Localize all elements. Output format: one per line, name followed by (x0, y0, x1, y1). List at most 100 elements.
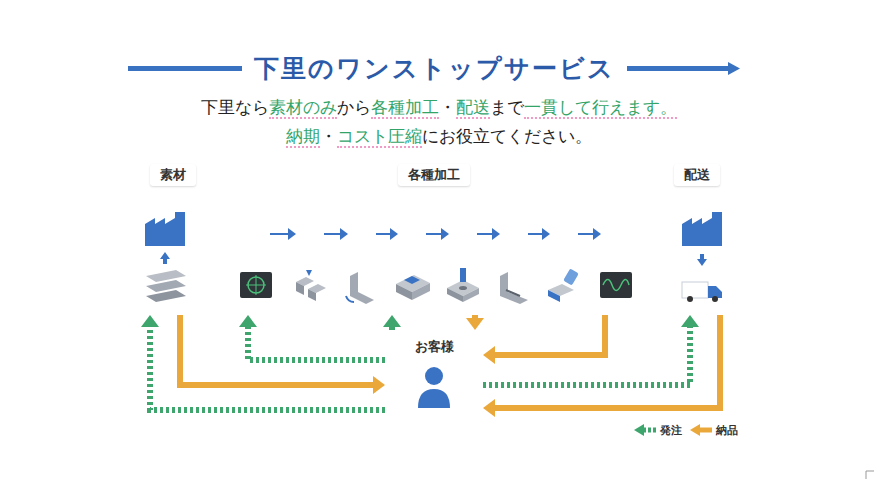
process-label: 溶接 (508, 207, 520, 233)
paint-icon (548, 290, 560, 302)
subtitle-line: 下里なら素材のみから各種加工・配送まで一貫して行えます。 (0, 96, 877, 119)
up-arrow-icon (160, 252, 170, 264)
machining-icon (460, 268, 466, 282)
highlight-text: コスト圧縮 (337, 126, 422, 148)
down-arrow-icon (697, 254, 707, 266)
page-title: 下里のワンストップサービス (242, 52, 627, 85)
process-label: 塗装 (558, 207, 570, 233)
order-connector (141, 315, 385, 410)
process-label: 曲げ (356, 207, 368, 233)
band-shape (654, 172, 740, 315)
highlight-text: 配送 (456, 97, 490, 119)
truck-icon (712, 296, 718, 302)
cut-icon (308, 289, 316, 301)
connector-line (389, 327, 395, 330)
arrow-head (542, 228, 550, 240)
band-heading: 素材 (150, 164, 196, 186)
process-label: CAD (250, 207, 262, 247)
connector-line (477, 233, 492, 235)
process-pill: 切断 (298, 200, 322, 268)
person-body (418, 389, 450, 408)
material-icons (145, 212, 186, 302)
measure-icon (603, 280, 629, 291)
factory-icon (145, 212, 185, 246)
highlight-text: 納期 (286, 126, 320, 148)
bevel-icon (404, 276, 420, 284)
title-row: 下里のワンストップサービス (0, 52, 877, 85)
band-fill (654, 172, 740, 315)
process-arrow (578, 228, 601, 240)
process-icons (240, 268, 632, 304)
cad-icon (246, 275, 266, 295)
subtitle-text: ・ (320, 126, 337, 146)
highlight-text: 一貫して行えます。 (524, 97, 677, 119)
process-pill: 機械加工 (451, 200, 475, 268)
connector-line (180, 315, 373, 385)
process-arrow (528, 228, 550, 240)
arrow-head (681, 315, 699, 327)
delivery-connector (180, 315, 385, 394)
subtitle-line: 納期・コスト圧縮にお役立てください。 (0, 125, 877, 148)
arrow-head (593, 228, 601, 240)
cut-icon (306, 270, 312, 276)
subtitle-text: まで (490, 97, 524, 117)
truck-icon (687, 296, 693, 302)
bend-icon (346, 296, 354, 302)
process-arrow (324, 228, 348, 240)
process-arrow (477, 228, 500, 240)
arrow-head (373, 376, 385, 394)
weld-icon (506, 290, 520, 296)
connector-line (472, 315, 478, 318)
band-shape (205, 172, 662, 315)
connector-line (528, 233, 542, 235)
person-head (425, 367, 443, 385)
arrow-head (483, 346, 495, 364)
bar-icon (146, 270, 186, 282)
arrow-head (390, 228, 398, 240)
subtitle-text: にお役立てください。 (422, 126, 592, 146)
arrow-head (483, 399, 495, 417)
process-pill: 塗装 (552, 200, 576, 268)
legend-label: 納品 (716, 423, 738, 438)
delivery-connector (483, 315, 605, 364)
process-pill: 計測 (603, 200, 627, 268)
order-connector (483, 315, 699, 385)
process-label: 開先 (406, 207, 418, 233)
bar-icon (146, 290, 186, 302)
band-shape (133, 172, 213, 315)
process-pill: 開先 (400, 200, 424, 268)
corner-mark (866, 471, 874, 479)
connector-line (150, 327, 385, 410)
bend-icon (350, 272, 374, 304)
paint-icon (563, 268, 579, 285)
arrow-head (239, 315, 257, 327)
connector-line (483, 327, 690, 385)
weld-icon (500, 272, 528, 304)
highlight-text: 各種加工 (371, 97, 439, 119)
arrow-head (141, 315, 159, 327)
legend-delivery-line (700, 428, 712, 433)
arrow-head (383, 315, 401, 327)
legend-label: 発注 (660, 423, 682, 438)
process-label: 機械加工 (457, 207, 469, 260)
legend-order-head (634, 424, 644, 436)
stage-band: 各種加工CAD切断曲げ開先機械加工溶接塗装計測 (205, 172, 662, 315)
band-fill (133, 172, 213, 315)
delivery-icons (682, 212, 722, 302)
machining-icon (463, 288, 479, 302)
machining-icon (459, 286, 467, 290)
arrow-head (288, 228, 296, 240)
connector-line (426, 233, 441, 235)
legend-order-line (644, 428, 656, 433)
customer-icon (418, 367, 450, 408)
order-connector (383, 315, 401, 330)
band-heading: 各種加工 (398, 164, 470, 186)
cad-icon (240, 272, 272, 298)
bar-icon (146, 280, 186, 292)
process-pill: 溶接 (502, 200, 526, 268)
machining-icon (447, 288, 463, 302)
process-arrow (270, 228, 296, 240)
process-label: 切断 (304, 207, 316, 233)
subtitle-text: から (337, 97, 371, 117)
